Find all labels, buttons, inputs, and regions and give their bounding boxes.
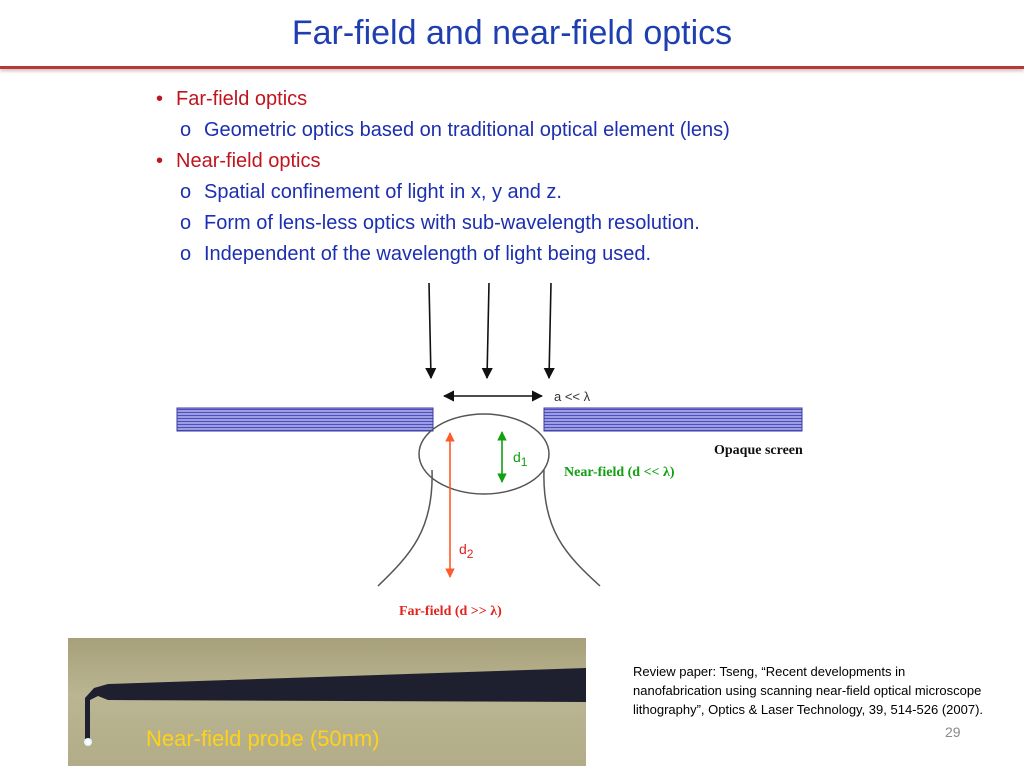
aperture-label: a << λ (554, 389, 591, 404)
sub-bullet-text: Geometric optics based on traditional op… (204, 119, 730, 141)
sub-bullet-text: Spatial confinement of light in x, y and… (204, 181, 562, 203)
sub-bullet-marker: o (180, 243, 192, 265)
opaque-screen-right (543, 407, 803, 432)
sub-bullet-text: Form of lens-less optics with sub-wavele… (204, 212, 700, 234)
sub-bullet-text: Independent of the wavelength of light b… (204, 243, 652, 265)
bullet-marker: • (156, 150, 164, 172)
sub-bullet-marker: o (180, 212, 192, 234)
probe-caption: Near-field probe (50nm) (146, 726, 380, 751)
slide-number: 29 (945, 724, 961, 740)
near-far-field-diagram: a << λ Opaque screen d1 d2 Near-field (d… (176, 282, 803, 619)
d1-label: d1 (513, 449, 528, 469)
sub-bullet-item: o Geometric optics based on traditional o… (150, 115, 730, 146)
sub-bullet-item: o Independent of the wavelength of light … (150, 239, 730, 270)
sub-bullet-marker: o (180, 181, 192, 203)
d2-label: d2 (459, 541, 474, 561)
sub-bullet-marker: o (180, 119, 192, 141)
sub-bullet-item: o Spatial confinement of light in x, y an… (150, 177, 730, 208)
far-field-boundary-right (543, 469, 601, 587)
probe-illustration (84, 668, 586, 746)
bullet-list: • Far-field optics o Geometric optics base… (150, 84, 730, 270)
near-field-probe-photo (68, 638, 586, 766)
slide-title: Far-field and near-field optics (291, 14, 733, 52)
incident-light-arrow (481, 282, 493, 380)
sub-bullet-item: o Form of lens-less optics with sub-wavel… (150, 208, 730, 239)
title-divider (0, 66, 1024, 69)
far-field-boundary-left (377, 469, 433, 587)
near-field-region (418, 413, 550, 495)
incident-light-arrow (543, 282, 555, 380)
bullet-item: • Near-field optics (150, 146, 730, 177)
bullet-text: Near-field optics (176, 150, 321, 172)
opaque-screen-label: Opaque screen (714, 443, 803, 458)
incident-light-arrow (425, 282, 437, 380)
opaque-screen-left (176, 407, 434, 432)
reference-citation: Review paper: Tseng, “Recent development… (633, 664, 984, 717)
bullet-item: • Far-field optics (150, 84, 730, 115)
near-field-label: Near-field (d << λ) (564, 465, 675, 480)
bullet-marker: • (156, 88, 164, 110)
bullet-text: Far-field optics (176, 88, 308, 110)
far-field-label: Far-field (d >> λ) (399, 604, 502, 619)
